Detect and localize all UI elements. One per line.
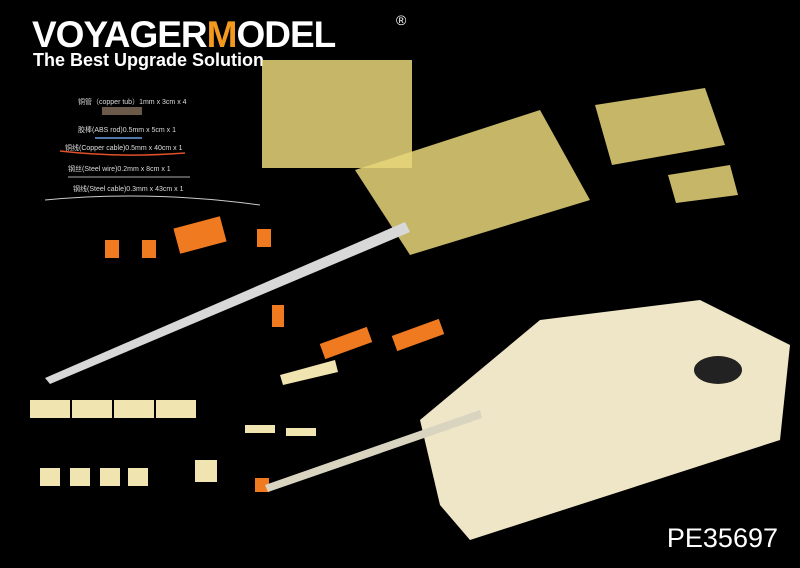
material-label: 钢丝(Steel wire)0.2mm x 8cm x 1 (68, 166, 171, 173)
material-label: 钢线(Steel cable)0.3mm x 43cm x 1 (73, 186, 184, 193)
resin-parts (30, 360, 338, 486)
pe-sheet-b (355, 110, 590, 255)
brand-text-1: VOYAGER (32, 14, 208, 55)
material-label: 铜管（copper tub）1mm x 3cm x 4 (78, 99, 187, 106)
tank-model (420, 300, 790, 540)
material-label: 铜线(Copper cable)0.5mm x 40cm x 1 (65, 145, 183, 152)
tagline: The Best Upgrade Solution (33, 50, 265, 70)
product-code: PE35697 (666, 523, 778, 553)
gun-barrel (45, 222, 410, 384)
steel-cable-sample (44, 195, 261, 206)
material-label: 胶棒(ABS rod)0.5mm x 5cm x 1 (78, 127, 177, 134)
copper-cable-sample (59, 150, 186, 156)
pe-sheet-c (595, 88, 725, 165)
tank-grille (694, 356, 742, 384)
brand-text-2: ODEL (236, 14, 336, 55)
pe-sheet-d (668, 165, 738, 203)
brand-text-m: M (206, 14, 238, 55)
brand-logo: VOYAGERMODEL (32, 14, 336, 56)
registered-mark: ® (396, 12, 407, 28)
tank-gun (265, 410, 482, 492)
copper-parts (105, 216, 445, 492)
copper-tube-sample (102, 107, 142, 115)
pe-sheet-a (262, 60, 412, 168)
